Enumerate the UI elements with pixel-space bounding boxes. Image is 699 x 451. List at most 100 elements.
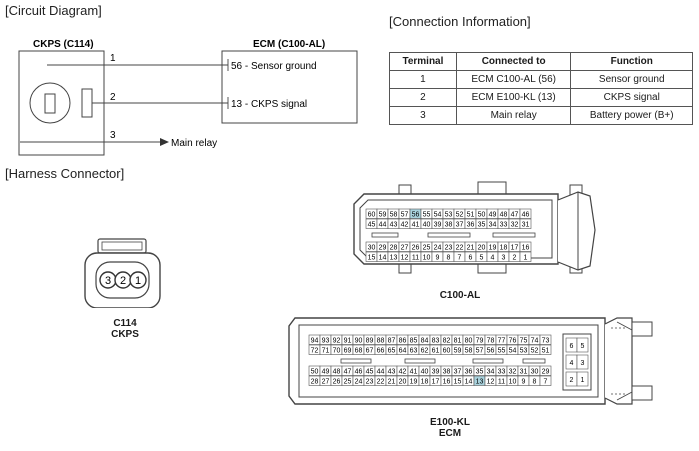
e100-pin-label: 42 — [399, 369, 407, 376]
c100-pin-label: 58 — [390, 212, 398, 219]
cell-function: Battery power (B+) — [570, 106, 693, 125]
c100-pin-label: 32 — [511, 222, 519, 229]
e100-pin-label: 20 — [399, 379, 407, 386]
c100-pin-label: 57 — [401, 212, 409, 219]
connection-table: Terminal Connected to Function 1 ECM C10… — [389, 52, 693, 125]
e100-pin-label: 76 — [509, 338, 517, 345]
e100-pin-label: 38 — [443, 369, 451, 376]
e100-pin-label: 14 — [465, 379, 473, 386]
e100-pin-label: 21 — [388, 379, 396, 386]
c100-pin-label: 3 — [502, 255, 506, 262]
e100-pin-cell — [539, 375, 552, 386]
e100-pin-label: 94 — [311, 338, 319, 345]
c100-pin-cell — [519, 218, 532, 229]
cell-connected-to: Main relay — [455, 106, 572, 125]
e100-pin-label: 34 — [487, 369, 495, 376]
e100-pin-label: 69 — [344, 348, 352, 355]
e100-pin-label: 60 — [443, 348, 451, 355]
e100-pin-cell — [539, 334, 552, 345]
harness-section-title: [Harness Connector] — [5, 166, 125, 181]
c114-pin-1-label: 1 — [135, 275, 141, 287]
e100-pin-label: 57 — [476, 348, 484, 355]
c114-connector: 3 2 1 — [84, 238, 161, 308]
c100-pin-label: 27 — [401, 245, 409, 252]
e100-pin-label: 30 — [531, 369, 539, 376]
table-row: 2 ECM E100-KL (13) CKPS signal — [389, 88, 693, 107]
c100-pin-label: 10 — [423, 255, 431, 262]
e100-caption: E100-KL ECM — [410, 417, 490, 439]
e100-pin-label: 87 — [388, 338, 396, 345]
wire-2-ecm-text: 13 - CKPS signal — [231, 99, 307, 110]
c100-pin-label: 46 — [522, 212, 530, 219]
c100-pin-label: 38 — [445, 222, 453, 229]
c100-pin-label: 52 — [456, 212, 464, 219]
e100-pin-label: 67 — [366, 348, 374, 355]
e100-pin-label: 15 — [454, 379, 462, 386]
c100-pin-cell — [519, 251, 532, 262]
e100-pin-label: 37 — [454, 369, 462, 376]
cell-connected-to: ECM E100-KL (13) — [455, 88, 572, 107]
sensor-magnet-icon — [44, 93, 56, 114]
e100-side-pin-label: 5 — [581, 343, 585, 350]
e100-pin-label: 64 — [399, 348, 407, 355]
e100-pin-label: 58 — [465, 348, 473, 355]
cell-terminal: 2 — [389, 88, 457, 107]
header-function: Function — [570, 52, 693, 71]
c100-pin-label: 17 — [511, 245, 519, 252]
c100-pin-label: 20 — [478, 245, 486, 252]
e100-pin-label: 92 — [333, 338, 341, 345]
c100-pin-label: 15 — [368, 255, 376, 262]
e100-pin-label: 12 — [487, 379, 495, 386]
c100-pin-label: 14 — [379, 255, 387, 262]
e100-pin-label: 66 — [377, 348, 385, 355]
wire-1-number: 1 — [110, 53, 116, 64]
e100-pin-label: 36 — [465, 369, 473, 376]
e100-pin-label: 63 — [410, 348, 418, 355]
c100-pin-label: 1 — [524, 255, 528, 262]
sensor-box — [18, 50, 105, 156]
cell-function: Sensor ground — [570, 70, 693, 89]
c100-pin-label: 48 — [500, 212, 508, 219]
e100-pin-label: 17 — [432, 379, 440, 386]
c100-pin-label: 31 — [522, 222, 530, 229]
e100-pin-label: 43 — [388, 369, 396, 376]
e100-pin-cell — [539, 344, 552, 355]
e100-pin-label: 24 — [355, 379, 363, 386]
e100-pin-label: 41 — [410, 369, 418, 376]
e100-pin-label: 54 — [509, 348, 517, 355]
c100-pin-label: 23 — [445, 245, 453, 252]
e100-pin-label: 65 — [388, 348, 396, 355]
e100-pin-label: 90 — [355, 338, 363, 345]
e100-pin-label: 53 — [520, 348, 528, 355]
e100-pin-label: 28 — [311, 379, 319, 386]
c114-caption: C114 CKPS — [95, 318, 155, 340]
e100-pin-label: 82 — [443, 338, 451, 345]
e100-pin-label: 8 — [533, 379, 537, 386]
e100-pin-label: 25 — [344, 379, 352, 386]
ecm-box — [221, 50, 358, 124]
c100-pin-label: 53 — [445, 212, 453, 219]
c100-pin-label: 55 — [423, 212, 431, 219]
e100-pin-label: 72 — [311, 348, 319, 355]
cell-connected-to: ECM C100-AL (56) — [455, 70, 572, 89]
c114-label: C114 — [113, 318, 137, 329]
e100-pin-label: 46 — [355, 369, 363, 376]
c100-pin-label: 11 — [412, 255, 419, 262]
circuit-diagram: CKPS (C114) ECM (C100-AL) 1 56 - Sensor … — [18, 39, 358, 156]
e100-pin-label: 55 — [498, 348, 506, 355]
circuit-section-title: [Circuit Diagram] — [5, 3, 102, 18]
e100-sublabel: ECM — [438, 428, 462, 439]
sensor-coil-icon — [29, 82, 71, 124]
c100-pin-label: 6 — [469, 255, 473, 262]
c114-pin-1 — [129, 271, 147, 289]
e100-pin-label: 22 — [377, 379, 385, 386]
e100-pin-label: 45 — [366, 369, 374, 376]
table-row: 3 Main relay Battery power (B+) — [389, 106, 693, 125]
c100-pin-label: 41 — [412, 222, 420, 229]
c100-pin-label: 50 — [478, 212, 486, 219]
c100-pin-label: 36 — [467, 222, 475, 229]
e100-pin-label: 59 — [454, 348, 462, 355]
